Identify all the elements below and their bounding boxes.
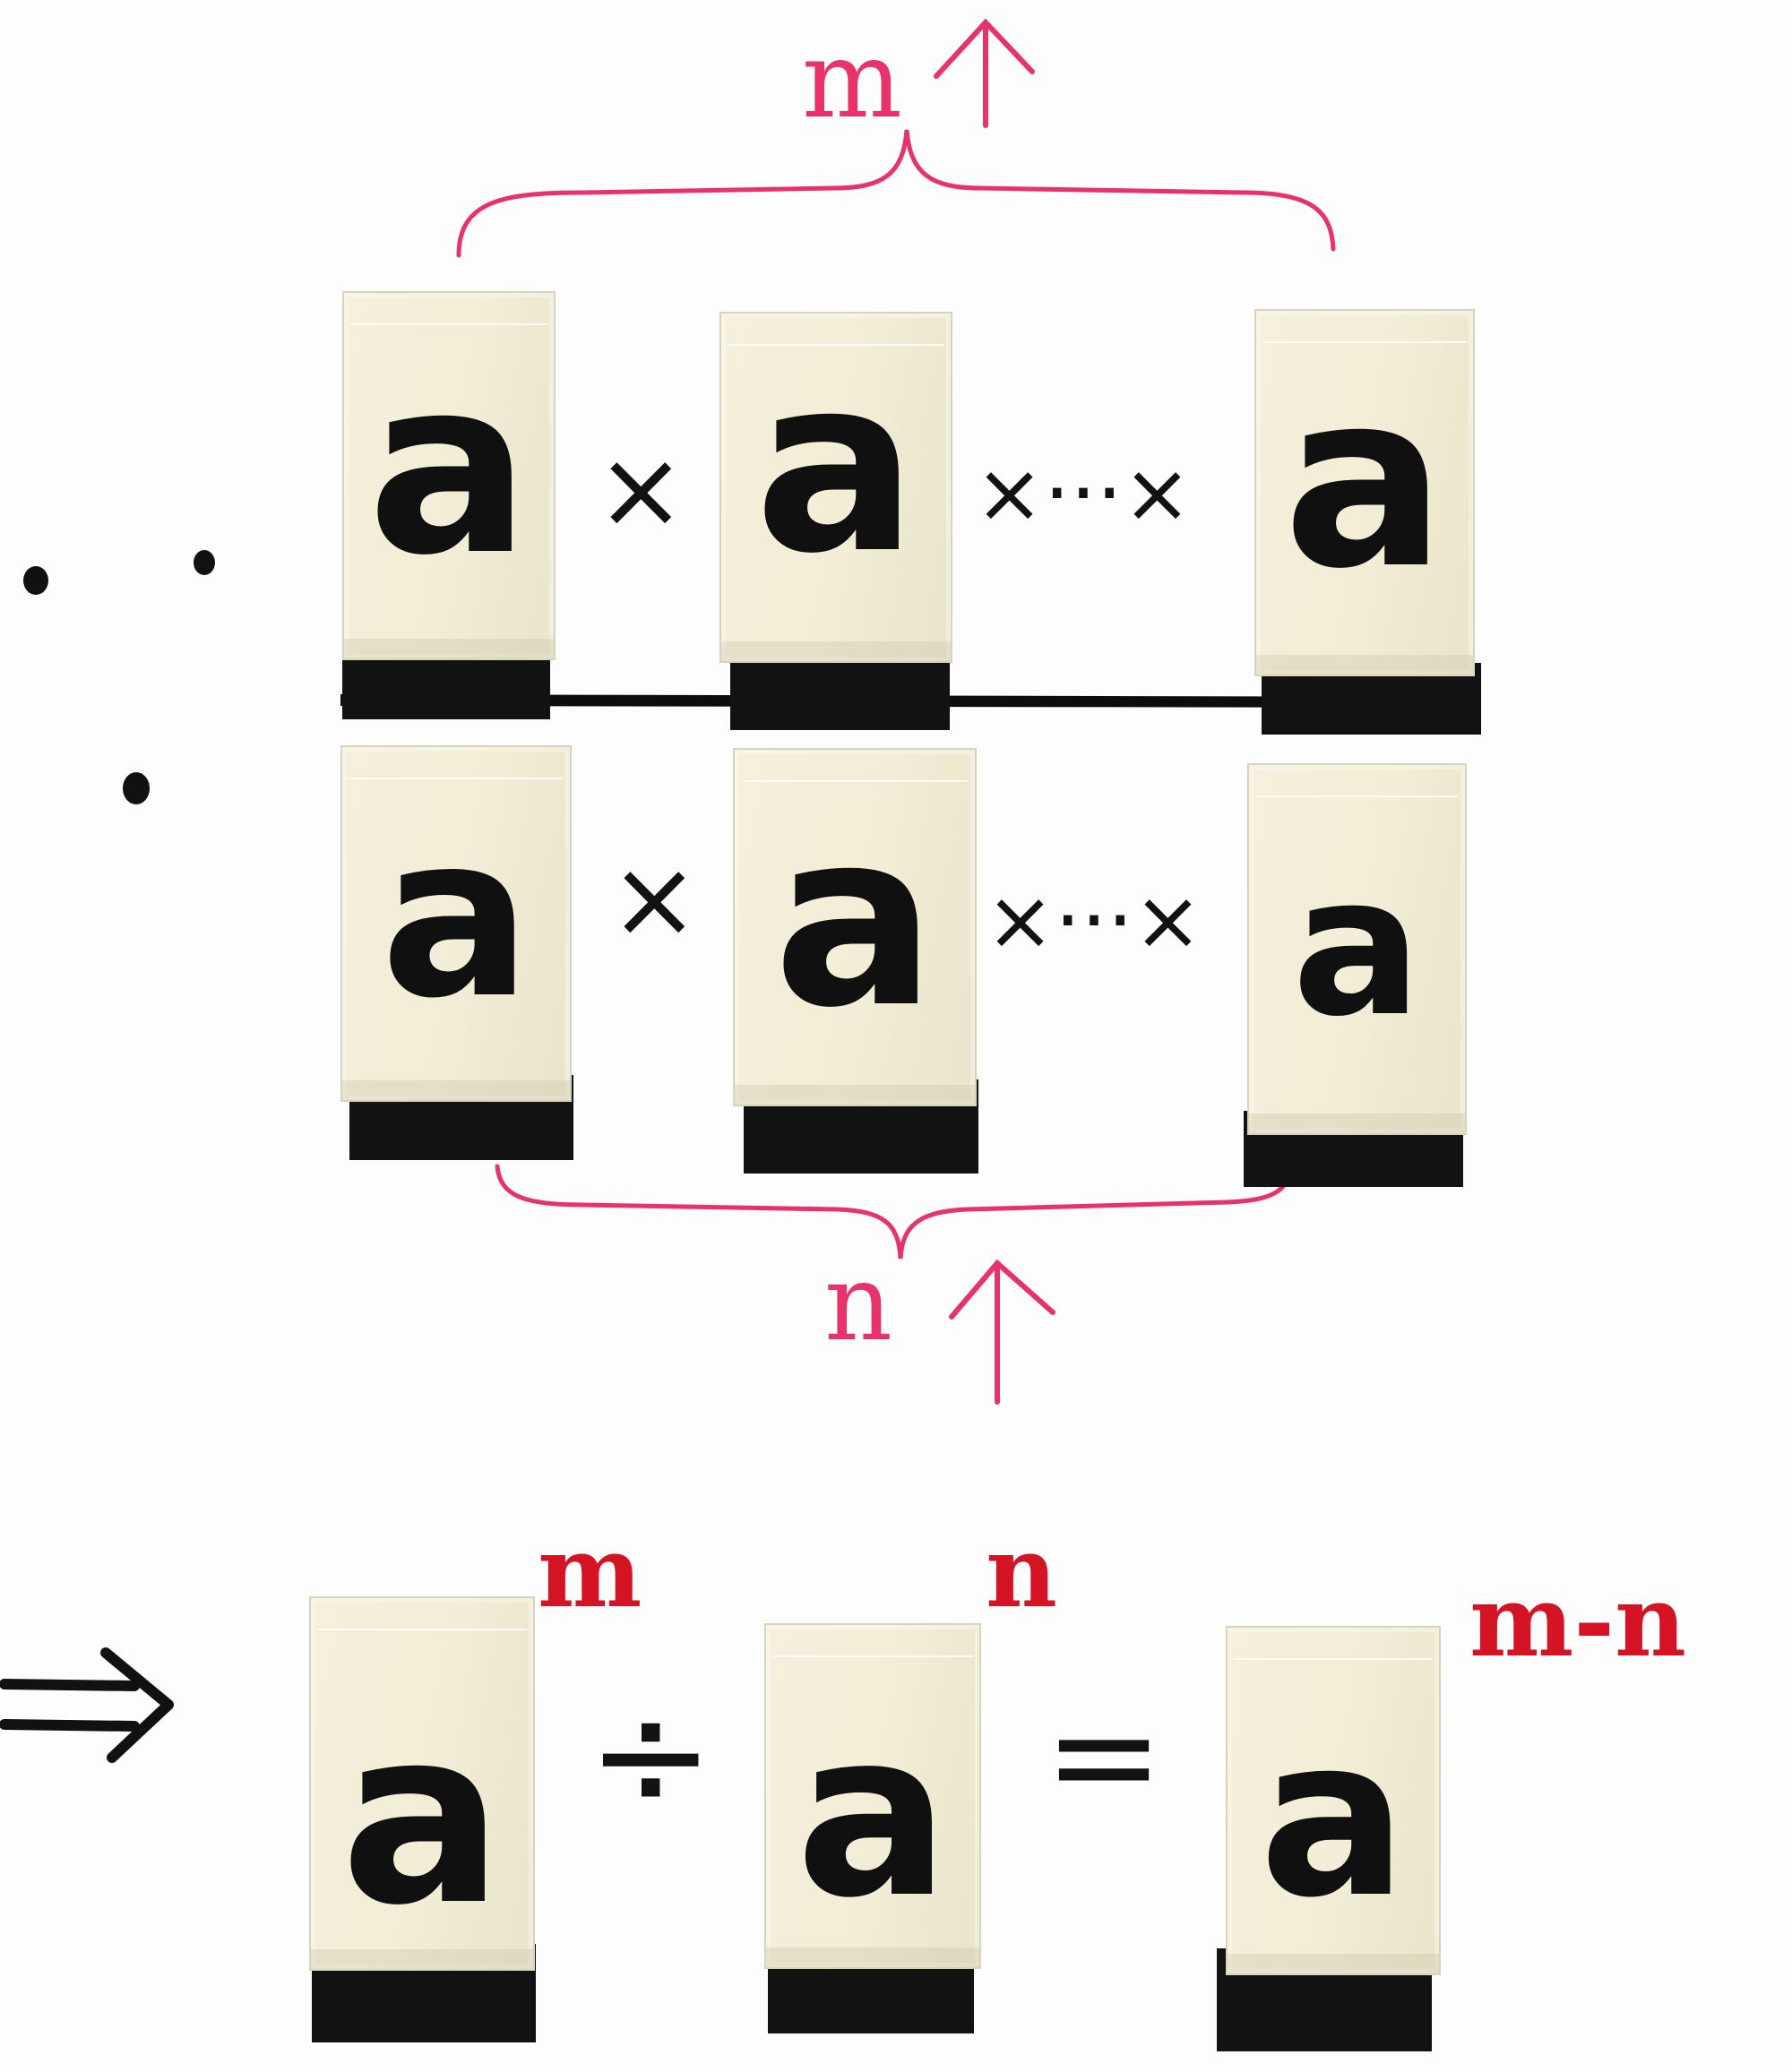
exponent-m: m <box>538 1514 642 1629</box>
multiply-sign: × <box>609 838 700 962</box>
result-tile-1: a <box>309 1596 535 1971</box>
denominator-tile-2: a <box>733 748 977 1106</box>
tile-letter: a <box>1259 1690 1408 1946</box>
top-brace <box>456 129 1336 258</box>
divide-sign: ÷ <box>587 1667 715 1844</box>
equals-sign: = <box>1044 1672 1165 1839</box>
denominator-tile-1: a <box>340 745 572 1102</box>
tile-letter: a <box>795 1682 951 1948</box>
exponent-n: n <box>986 1514 1057 1629</box>
tile-letter: a <box>380 787 532 1047</box>
bottom-brace-label: n <box>824 1241 892 1364</box>
result-tile-3: a <box>1226 1626 1441 1975</box>
multiply-ellipsis: ×···× <box>986 873 1202 968</box>
top-up-arrow-icon <box>934 18 1035 128</box>
tile-letter: a <box>366 326 531 608</box>
tile-letter: a <box>772 778 937 1061</box>
denominator-tile-3: a <box>1247 763 1467 1135</box>
tile-letter: a <box>754 324 918 606</box>
implies-arrow-icon <box>0 1647 174 1763</box>
numerator-tile-1: a <box>342 291 556 660</box>
tile-letter: a <box>1282 340 1447 622</box>
top-brace-label: m <box>802 18 902 142</box>
numerator-tile-2: a <box>719 312 952 663</box>
therefore-icon <box>23 550 215 804</box>
numerator-tile-3: a <box>1254 309 1475 676</box>
bottom-up-arrow-icon <box>949 1259 1055 1405</box>
multiply-sign: × <box>596 428 686 553</box>
bottom-brace <box>495 1162 1295 1260</box>
tile-letter: a <box>340 1676 504 1958</box>
result-tile-2: a <box>764 1623 981 1969</box>
exponent-m-minus-n: m-n <box>1469 1563 1687 1679</box>
tile-letter: a <box>1291 834 1423 1059</box>
multiply-ellipsis: ×···× <box>975 445 1192 541</box>
